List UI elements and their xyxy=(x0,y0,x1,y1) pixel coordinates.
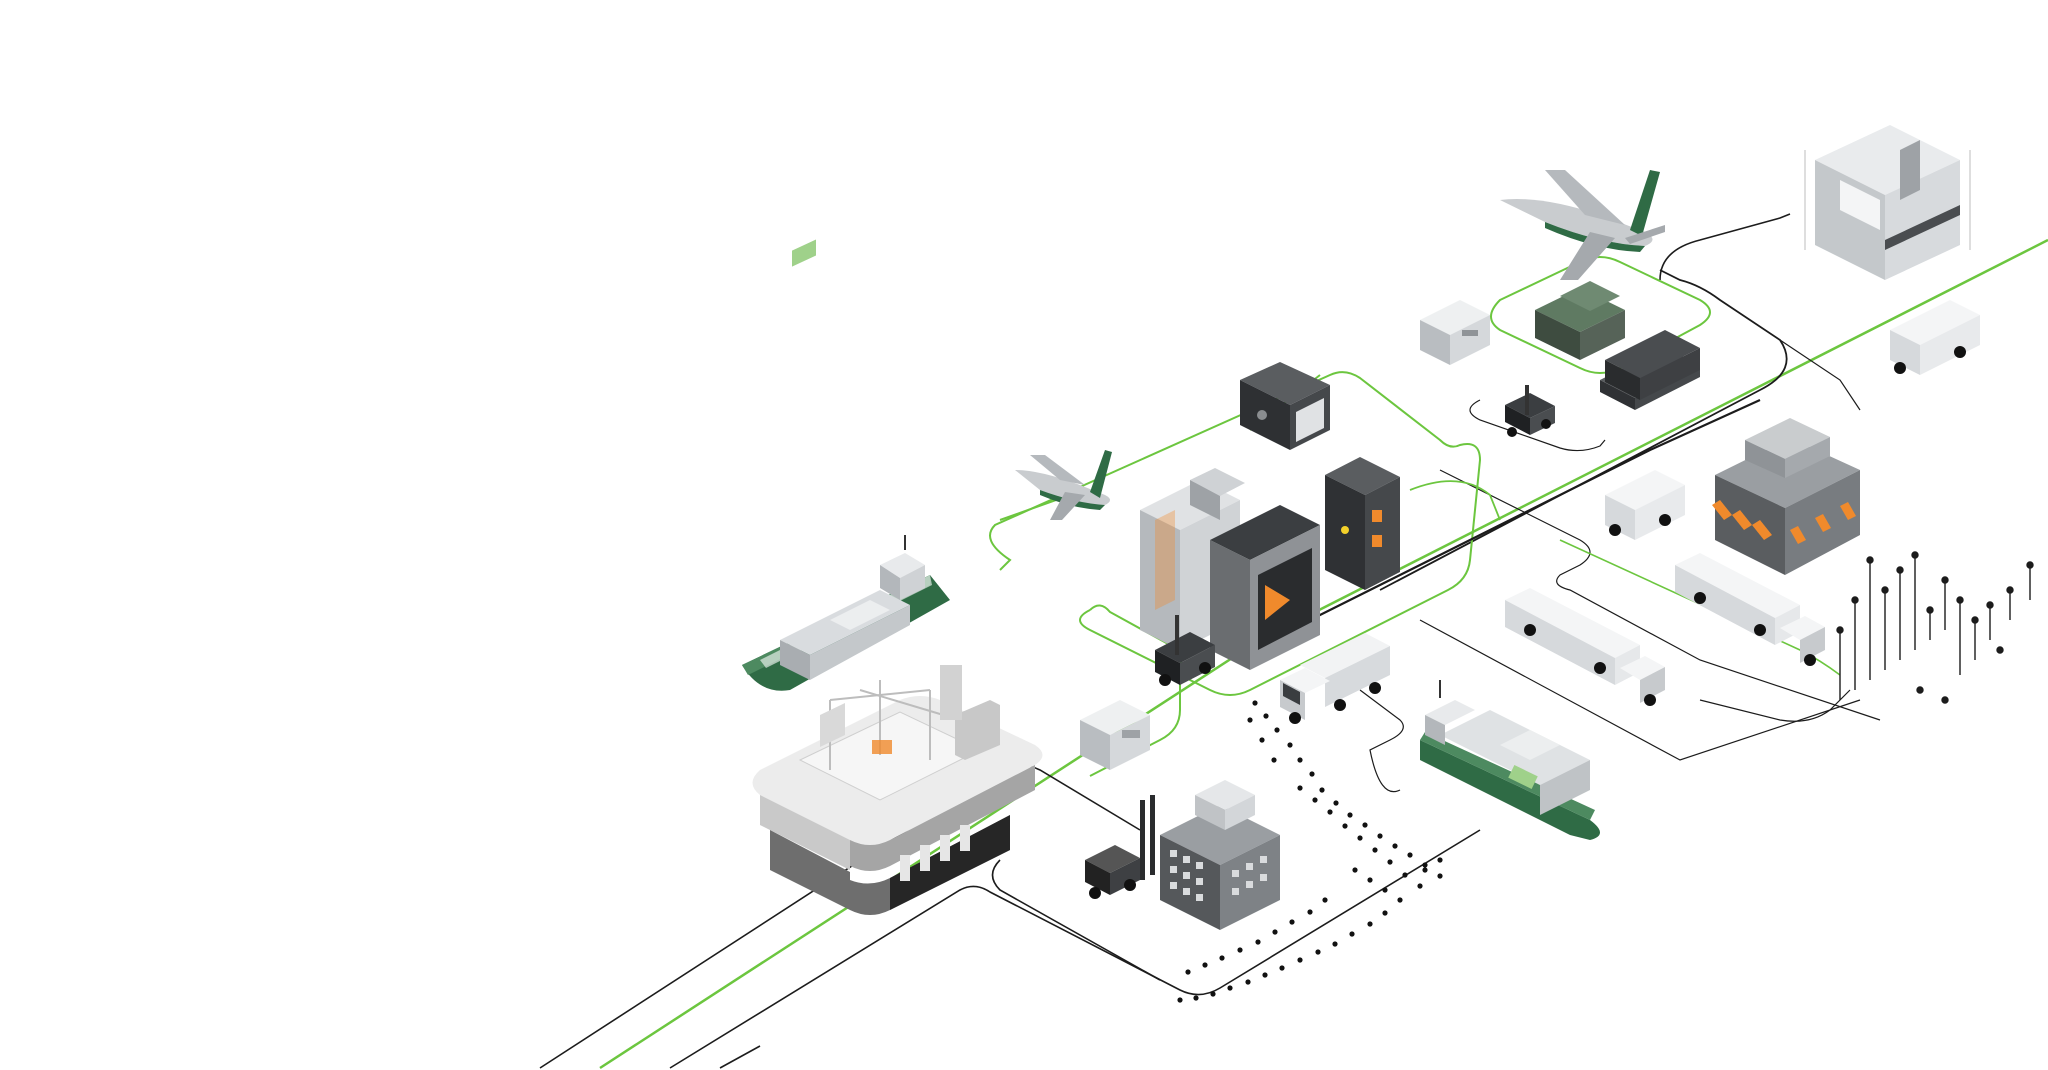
green-loop-center xyxy=(989,371,1482,696)
truck-right xyxy=(1675,553,1825,666)
black-route-4 xyxy=(991,859,1161,981)
forklift-center xyxy=(1155,615,1215,686)
cargo-ship-right xyxy=(1420,680,1600,840)
airplane-small xyxy=(1015,450,1112,520)
black-route-11 xyxy=(1699,689,1851,722)
data-pins-right xyxy=(1836,551,2034,704)
black-route-10 xyxy=(1359,689,1404,793)
shop-awnings xyxy=(1712,500,1856,544)
delivery-van-center xyxy=(1605,470,1685,540)
black-center-diag xyxy=(1289,398,1761,631)
data-center-building xyxy=(1804,125,1971,280)
dot-field-center xyxy=(1177,700,1443,1003)
warehouse-racks xyxy=(1535,281,1700,410)
green-container xyxy=(792,239,816,267)
cargo-ship-left xyxy=(742,239,950,691)
forklift-bottom xyxy=(1085,795,1155,899)
truck-center xyxy=(1280,633,1390,724)
black-route-8 xyxy=(1439,469,1881,721)
black-route-6 xyxy=(1659,213,1791,281)
truck-long-center xyxy=(1505,588,1665,706)
black-route-9 xyxy=(1419,619,1861,761)
black-loop-forklift xyxy=(1469,399,1606,452)
factory-platform xyxy=(752,665,1043,915)
green-loop-warehouse xyxy=(1490,256,1711,374)
black-route-2 xyxy=(669,829,1481,1069)
airplane-large xyxy=(1500,170,1665,280)
forklift-warehouse xyxy=(1505,385,1555,437)
generator-box xyxy=(1080,700,1150,770)
portable-cabin xyxy=(1420,300,1490,365)
retail-shop xyxy=(1712,418,1860,575)
office-building xyxy=(1160,780,1280,930)
delivery-van-top xyxy=(1890,300,1980,375)
central-machine-large xyxy=(1140,468,1320,670)
black-route-3 xyxy=(719,1045,761,1069)
safe-box xyxy=(1240,362,1330,450)
black-route-7 xyxy=(1779,339,1861,411)
control-cabinet xyxy=(1325,457,1400,590)
green-branch-1 xyxy=(1409,480,1501,521)
